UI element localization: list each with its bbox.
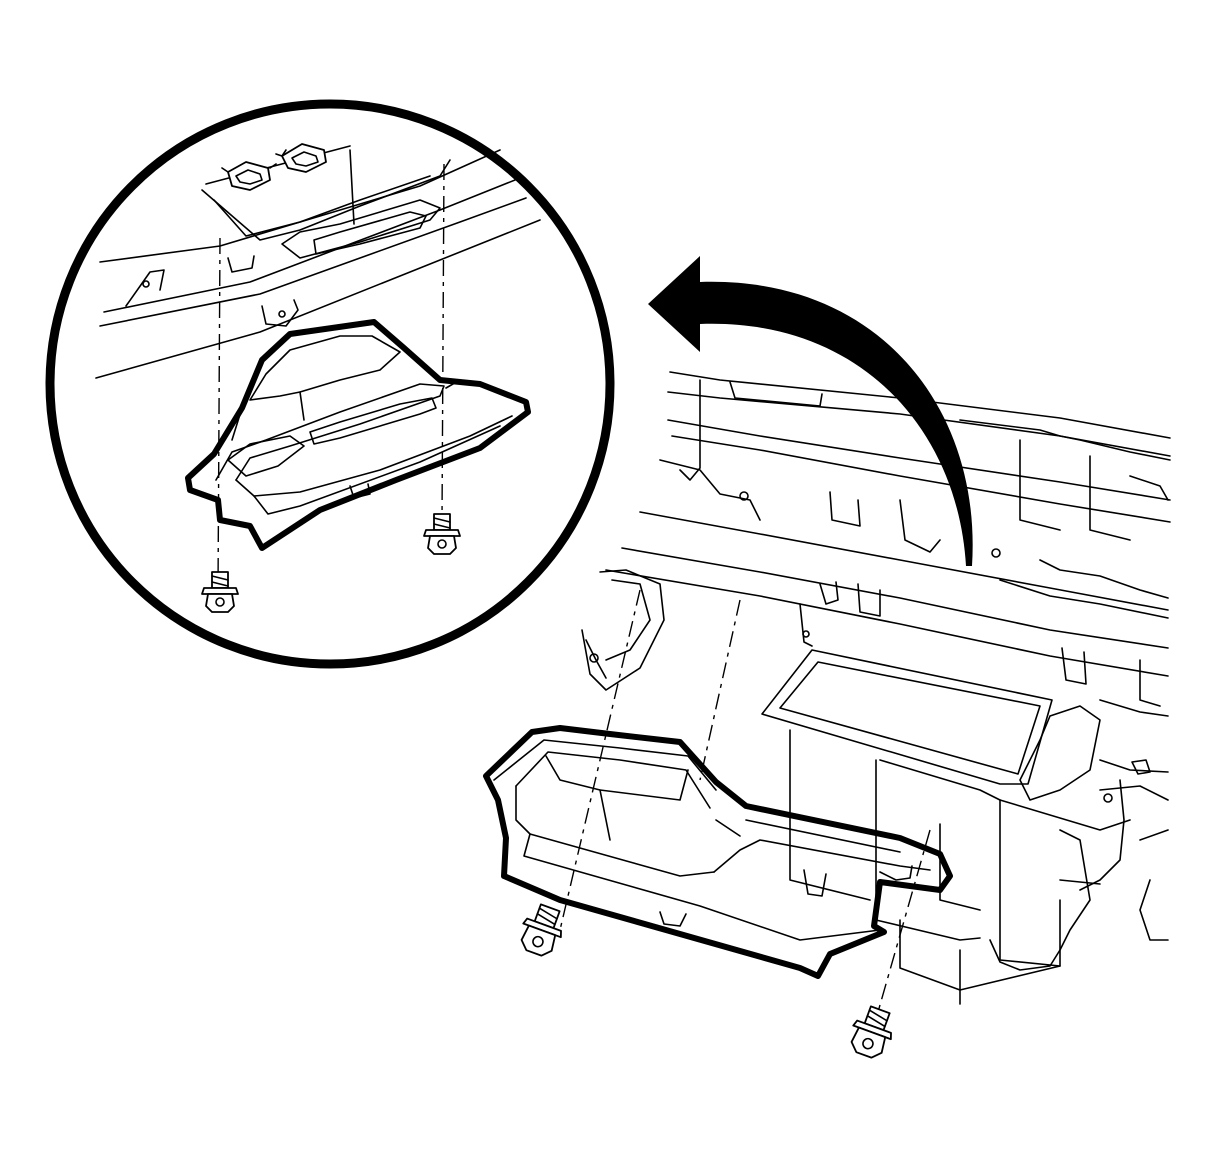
main-view-dash-structure xyxy=(581,371,1171,1005)
retaining-clip-icon xyxy=(221,161,277,191)
detail-magnifier-circle xyxy=(45,99,615,669)
retaining-clip-icon xyxy=(275,143,327,173)
bolt-icon xyxy=(423,513,461,555)
main-view-alignment-lines xyxy=(559,589,931,1041)
curved-direction-arrow xyxy=(648,256,973,566)
floor-air-duct xyxy=(483,725,953,979)
bolt-icon xyxy=(201,571,239,613)
bolt-icon xyxy=(520,903,562,957)
bolt-icon xyxy=(850,1005,892,1059)
detail-view-contents xyxy=(95,143,541,613)
